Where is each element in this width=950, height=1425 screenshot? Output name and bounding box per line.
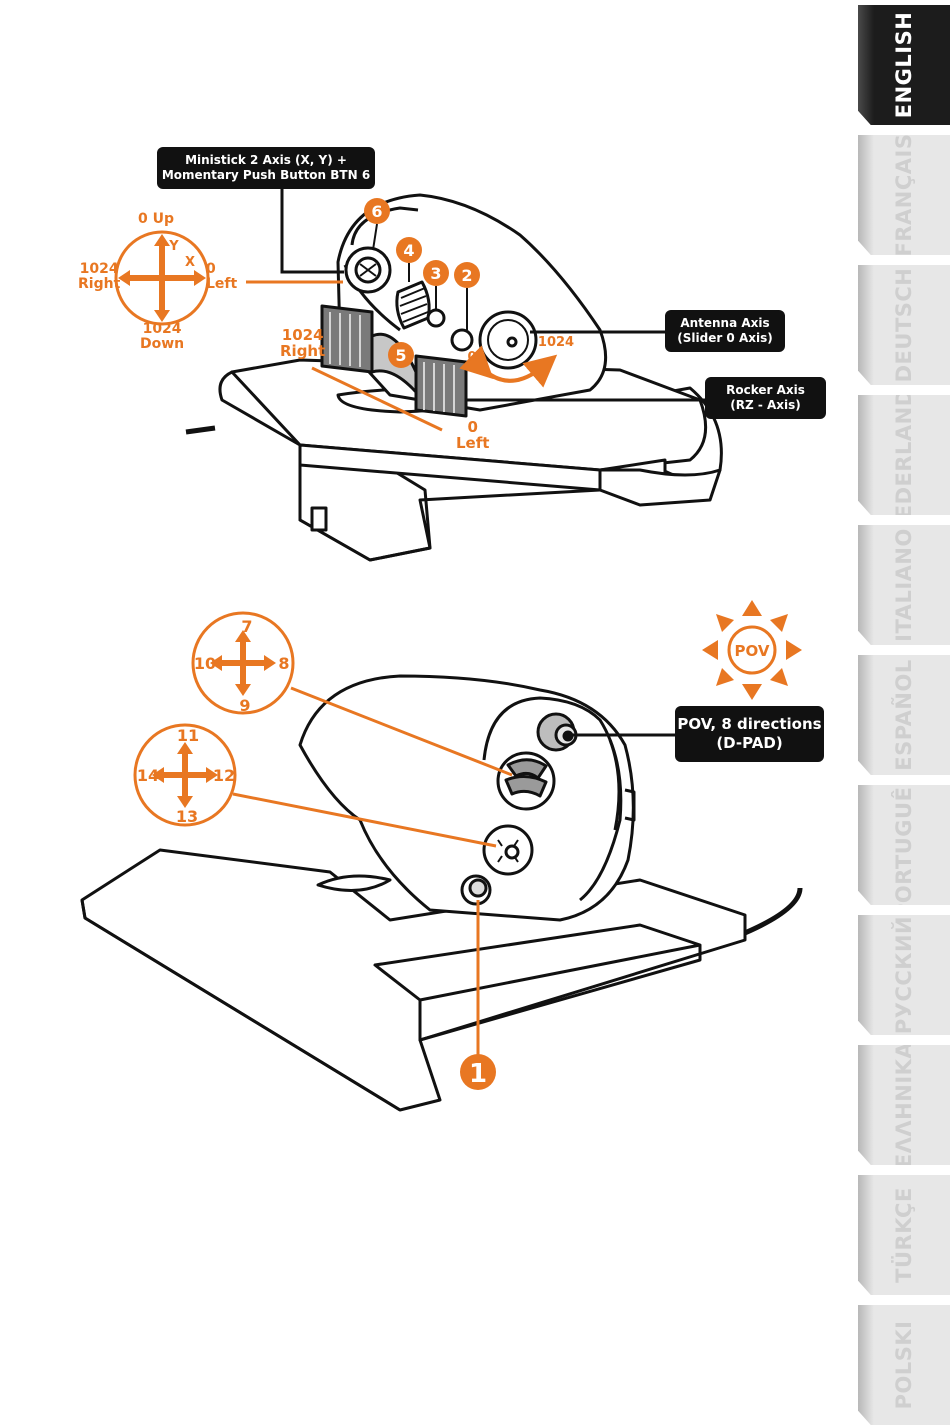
button-badge-3: [423, 260, 449, 286]
top-badge-numbers: 6 4 3 2 5: [371, 202, 472, 365]
bottom-figure-annotations: [133, 600, 802, 1090]
dpad-upper-down: 9: [239, 696, 250, 715]
ministick-up-label: 0 Up: [138, 211, 175, 227]
throttle-top-drawing: [185, 193, 723, 562]
ministick-callout: Ministick 2 Axis (X, Y) + Momentary Push…: [157, 147, 375, 189]
tab-francais[interactable]: FRANÇAIS: [858, 135, 950, 255]
button-badge-1: [460, 1054, 496, 1090]
tab-ellinika[interactable]: ΕΛΛΗΝΙΚΑ: [858, 1045, 950, 1165]
rocker-axis-callout: Rocker Axis (RZ - Axis): [705, 377, 826, 419]
pov-label: POV: [735, 642, 770, 660]
top-button-badges: [364, 198, 480, 368]
ministick-right-label: 1024 Right: [78, 261, 121, 292]
y-axis-letter: Y: [168, 239, 179, 254]
x-axis-letter: X: [185, 255, 195, 270]
button-badge-5: [388, 342, 414, 368]
rocker-right-label: 1024 Right: [280, 326, 326, 360]
ministick-left-label: 0 Left: [206, 261, 238, 292]
tab-italiano[interactable]: ITALIANO: [858, 525, 950, 645]
tab-portugues[interactable]: PORTUGUÊS: [858, 785, 950, 905]
dpad-lower-down: 13: [176, 807, 198, 826]
tab-label: РУССКИЙ: [892, 915, 916, 1035]
dpad-upper-left: 10: [194, 654, 216, 673]
language-tab-strip: ENGLISH FRANÇAIS DEUTSCH NEDERLANDS ITAL…: [858, 0, 950, 1425]
button-badge-6: [364, 198, 390, 224]
top-figure-annotations: [114, 188, 705, 432]
dpad-upper-up: 7: [241, 617, 252, 636]
tab-turkce[interactable]: TÜRKÇE: [858, 1175, 950, 1295]
ministick-down-label: 1024 Down: [140, 321, 185, 352]
tab-english[interactable]: ENGLISH: [858, 5, 950, 125]
dpad-lower-up: 11: [177, 726, 199, 745]
dpad-lower-right: 12: [213, 766, 235, 785]
antenna-min-label: 0: [467, 350, 476, 365]
badge-number: 2: [461, 266, 472, 285]
tab-label: FRANÇAIS: [892, 133, 916, 257]
tab-label: POLSKI: [892, 1320, 916, 1410]
tab-label: DEUTSCH: [892, 267, 916, 383]
tab-deutsch[interactable]: DEUTSCH: [858, 265, 950, 385]
tab-label: PORTUGUÊS: [892, 770, 916, 920]
button-badge-2: [454, 262, 480, 288]
tab-label: TÜRKÇE: [892, 1187, 916, 1283]
tab-label: ESPAÑOL: [892, 659, 916, 771]
button-badge-4: [396, 237, 422, 263]
badge-number: 4: [403, 241, 414, 260]
tab-polski[interactable]: POLSKI: [858, 1305, 950, 1425]
pov-direction-rose: [702, 600, 802, 700]
tab-russkiy[interactable]: РУССКИЙ: [858, 915, 950, 1035]
dpad-lower-left: 14: [137, 766, 159, 785]
badge-number: 6: [371, 202, 382, 221]
tab-nederlands[interactable]: NEDERLANDS: [858, 395, 950, 515]
pov-callout: POV, 8 directions (D-PAD): [675, 706, 824, 762]
tab-label: ITALIANO: [892, 528, 916, 642]
antenna-max-label: 1024: [538, 335, 574, 350]
tab-label: ENGLISH: [892, 11, 916, 119]
badge-number: 1: [469, 1059, 487, 1089]
bottom-figure-numbers: POV 7 8 9 10 11 12 13 14 1: [137, 617, 770, 1089]
tab-espanol[interactable]: ESPAÑOL: [858, 655, 950, 775]
rocker-left-label: 0 Left: [456, 418, 490, 452]
tab-label: NEDERLANDS: [892, 372, 916, 538]
compass-axis-letters: Y X 0 1024: [168, 239, 574, 365]
badge-number: 5: [395, 346, 406, 365]
throttle-bottom-drawing: [80, 674, 803, 1112]
badge-number: 3: [430, 264, 441, 283]
antenna-axis-callout: Antenna Axis (Slider 0 Axis): [665, 310, 785, 352]
dpad-upper-right: 8: [278, 654, 289, 673]
tab-label: ΕΛΛΗΝΙΚΑ: [892, 1041, 916, 1169]
throttle-diagram: 6 4 3 2 5 Y X 0 1024: [80, 188, 803, 1112]
